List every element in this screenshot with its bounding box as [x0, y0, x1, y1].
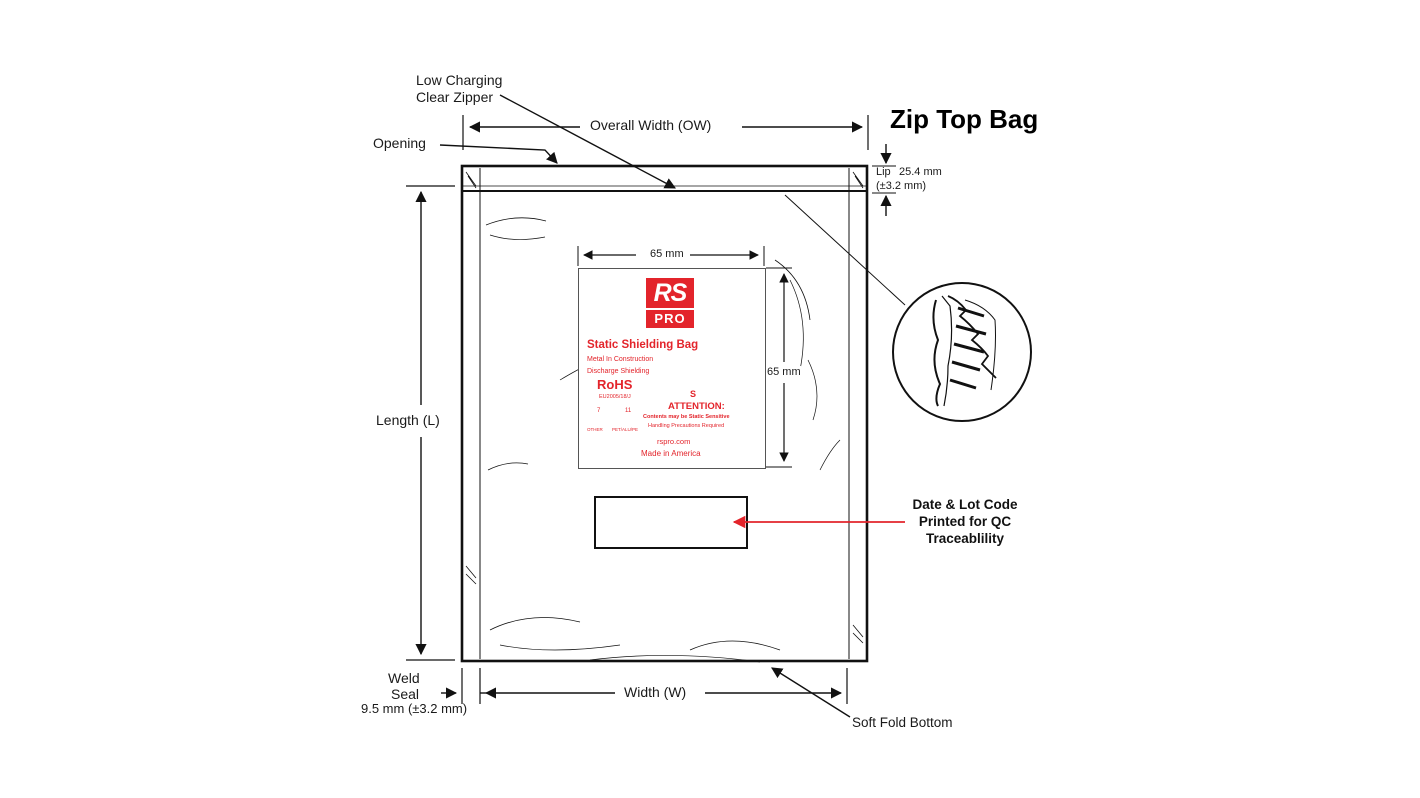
rohs-sub: EU2005/18/J [599, 394, 631, 400]
zipper-label-line2: Clear Zipper [416, 89, 494, 105]
label-height-dim: 65 mm [767, 366, 801, 379]
recycle1-code: 7 [597, 408, 601, 414]
label-line1: Metal In Construction [587, 356, 654, 363]
width-label: Width (W) [624, 684, 687, 700]
soft-fold-label: Soft Fold Bottom [852, 715, 953, 730]
attention-line1: Contents may be Static Sensitive [643, 414, 730, 420]
rohs-mark: RoHS [597, 377, 633, 392]
recycle2-label: PET/ALU/PE [612, 427, 639, 432]
attention-line2: Handling Precautions Required [648, 423, 725, 429]
label-width-dim: 65 mm [650, 248, 684, 260]
date-lot-box [594, 496, 748, 549]
date-lot-line1: Date & Lot Code [912, 497, 1018, 512]
date-lot-line3: Traceablility [925, 531, 1005, 546]
rs-logo-bottom: PRO [646, 310, 694, 328]
recycle1-label: OTHER [587, 427, 603, 432]
weld-value: 9.5 mm (±3.2 mm) [361, 701, 468, 716]
esd-letter: S [690, 389, 697, 399]
made-in-label: Made in America [641, 449, 701, 458]
overall-width-label: Overall Width (OW) [588, 117, 714, 134]
lip-value: 25.4 mm [899, 166, 942, 178]
length-label: Length (L) [376, 412, 440, 429]
recycle2-code: 11 [625, 408, 632, 414]
opening-label: Opening [373, 135, 426, 151]
rs-logo-top: RS [646, 278, 694, 308]
diagram-title: Zip Top Bag [890, 104, 1039, 134]
label-line2: Discharge Shielding [587, 368, 650, 375]
rs-pro-logo: RS PRO [646, 278, 694, 332]
weld-label-line2: Seal [391, 686, 420, 702]
product-label: RS PRO Static Shielding Bag Metal In Con… [578, 268, 766, 469]
dimension-lines [406, 94, 906, 718]
zipper-label-line1: Low Charging [416, 72, 503, 88]
lip-label: Lip [876, 166, 891, 178]
bag-outline [460, 164, 869, 663]
product-name: Static Shielding Bag [587, 339, 699, 351]
zipper-detail-callout [892, 282, 1032, 422]
weld-label-line1: Weld [388, 670, 420, 686]
lip-tolerance: (±3.2 mm) [876, 180, 927, 192]
date-lot-line2: Printed for QC [918, 514, 1012, 529]
attention-heading: ATTENTION: [668, 401, 725, 412]
label-website: rspro.com [657, 437, 691, 446]
